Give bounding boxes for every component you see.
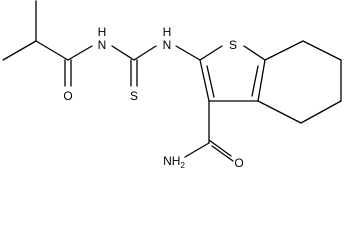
- bond-isopropyl-carbonyl: [35, 40, 69, 61]
- bond-c2-s: [199, 45, 223, 61]
- bond-nh-thiocarbonyl: [111, 45, 135, 61]
- bond-methyl-left: [2, 40, 37, 61]
- atom-label-nh2-subscript: 2: [180, 161, 185, 170]
- atom-label-nh2: NH2: [163, 154, 185, 170]
- bond-thiocarbonyl-nh: [133, 45, 157, 61]
- atom-label-o-amide: O: [63, 89, 72, 103]
- bond-carboxamide-o-a: [208, 139, 232, 157]
- bond-c7a-c7: [264, 40, 304, 61]
- bond-c7-c6: [302, 40, 342, 61]
- bond-carboxamide-o-b: [211, 145, 234, 162]
- atom-label-n-amide: N: [98, 38, 107, 52]
- bond-c4-c3a: [257, 100, 302, 124]
- atom-label-s-thione: S: [130, 89, 138, 103]
- chemical-structure-drawing: O N H S N H S O NH2: [2, 0, 342, 170]
- atom-label-h-amine: H: [163, 25, 172, 39]
- atom-label-n-amine: N: [163, 38, 172, 52]
- bond-c2-c3: [199, 59, 210, 102]
- molecule-canvas: O N H S N H S O NH2: [2, 0, 342, 170]
- atom-label-nh: NH: [163, 154, 180, 168]
- atom-label-s-ring: S: [229, 38, 237, 52]
- bond-carboxamide-n: [184, 142, 210, 158]
- bond-carbonyl-nh: [67, 45, 93, 61]
- atom-label-h-amide: H: [98, 25, 107, 39]
- bond-nh-thiophene: [175, 45, 201, 61]
- atom-label-o-carboxamide: O: [234, 156, 243, 170]
- bond-c2-c3-inner: [206, 65, 215, 98]
- bond-s-c7a: [243, 45, 266, 61]
- bond-c5-c4: [300, 100, 342, 124]
- bond-c3a-c7a-inner: [251, 65, 259, 97]
- bond-c3a-c7a: [257, 59, 266, 102]
